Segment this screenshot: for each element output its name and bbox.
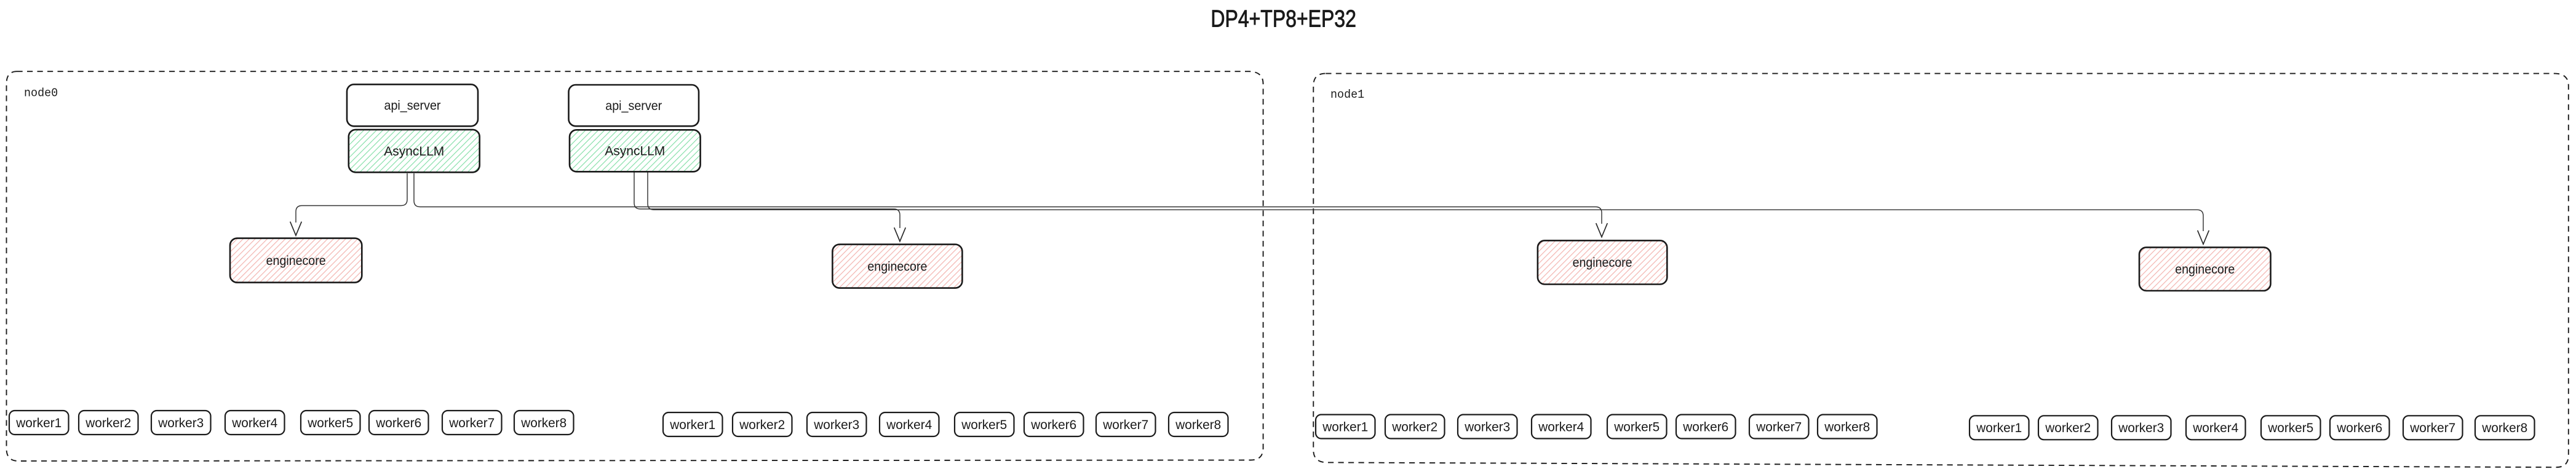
svg-text:node0: node0 bbox=[24, 86, 58, 100]
svg-text:worker7: worker7 bbox=[1755, 420, 1802, 434]
svg-text:enginecore: enginecore bbox=[2175, 262, 2235, 277]
svg-text:AsyncLLM: AsyncLLM bbox=[384, 144, 444, 159]
svg-text:worker8: worker8 bbox=[520, 416, 566, 430]
svg-text:worker6: worker6 bbox=[1682, 420, 1728, 434]
svg-text:worker3: worker3 bbox=[1464, 420, 1510, 434]
svg-text:worker6: worker6 bbox=[375, 416, 421, 430]
svg-text:worker3: worker3 bbox=[813, 418, 859, 432]
svg-text:worker6: worker6 bbox=[1030, 418, 1076, 432]
svg-text:worker1: worker1 bbox=[1976, 421, 2022, 435]
svg-text:worker1: worker1 bbox=[1322, 420, 1368, 434]
svg-text:worker1: worker1 bbox=[669, 418, 715, 432]
svg-text:node1: node1 bbox=[1330, 88, 1364, 101]
svg-text:api_server: api_server bbox=[605, 99, 662, 113]
svg-text:worker6: worker6 bbox=[2336, 421, 2382, 435]
svg-text:enginecore: enginecore bbox=[266, 254, 326, 268]
svg-text:worker7: worker7 bbox=[2409, 421, 2455, 435]
svg-text:DP4+TP8+EP32: DP4+TP8+EP32 bbox=[1210, 6, 1356, 32]
svg-text:worker5: worker5 bbox=[2267, 421, 2313, 435]
svg-text:worker7: worker7 bbox=[448, 416, 495, 430]
svg-text:worker2: worker2 bbox=[85, 416, 131, 430]
svg-text:worker1: worker1 bbox=[15, 416, 62, 430]
svg-text:api_server: api_server bbox=[384, 99, 441, 113]
svg-text:worker4: worker4 bbox=[1538, 420, 1584, 434]
svg-text:worker5: worker5 bbox=[1613, 420, 1660, 434]
svg-text:worker8: worker8 bbox=[1175, 418, 1221, 432]
svg-text:worker5: worker5 bbox=[961, 418, 1007, 432]
svg-text:worker3: worker3 bbox=[2118, 421, 2164, 435]
svg-text:worker4: worker4 bbox=[2192, 421, 2238, 435]
svg-text:worker5: worker5 bbox=[307, 416, 353, 430]
svg-text:AsyncLLM: AsyncLLM bbox=[605, 144, 665, 159]
svg-text:worker4: worker4 bbox=[231, 416, 277, 430]
svg-text:enginecore: enginecore bbox=[867, 259, 927, 274]
svg-text:enginecore: enginecore bbox=[1573, 256, 1632, 270]
svg-text:worker7: worker7 bbox=[1102, 418, 1148, 432]
svg-text:worker2: worker2 bbox=[739, 418, 785, 432]
svg-text:worker8: worker8 bbox=[1824, 420, 1870, 434]
svg-text:worker8: worker8 bbox=[2481, 421, 2527, 435]
svg-text:worker4: worker4 bbox=[886, 418, 932, 432]
svg-text:worker2: worker2 bbox=[1391, 420, 1437, 434]
svg-text:worker2: worker2 bbox=[2045, 421, 2091, 435]
svg-text:worker3: worker3 bbox=[157, 416, 204, 430]
